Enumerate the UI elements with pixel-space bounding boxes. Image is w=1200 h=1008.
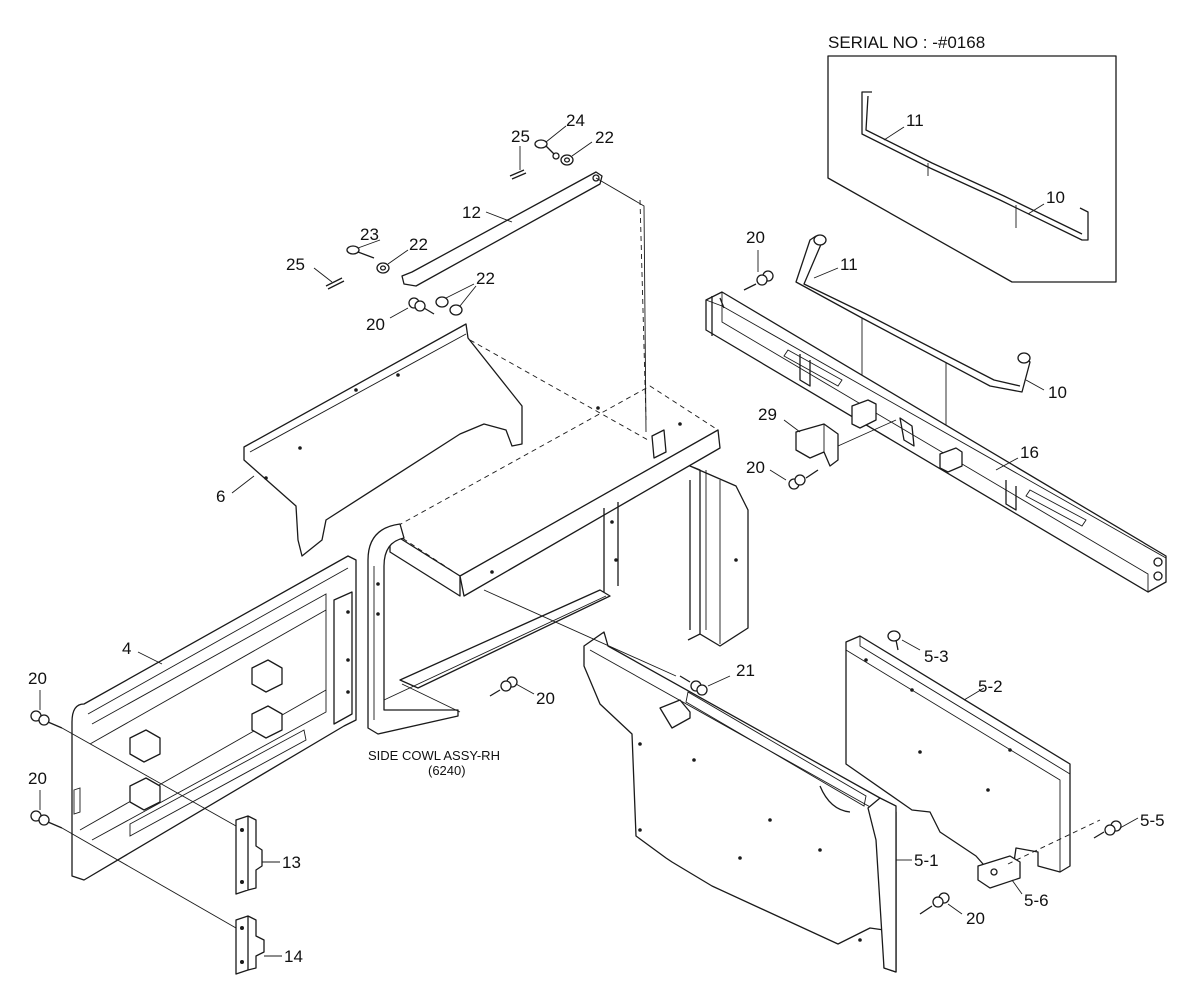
assembly-code: (6240) xyxy=(428,763,466,778)
callout-22-pair: 22 xyxy=(476,269,495,288)
callout-20-lower: 20 xyxy=(966,909,985,928)
callout-14: 14 xyxy=(284,947,303,966)
bolt-20-crossmember xyxy=(743,270,774,291)
callout-22-mid: 22 xyxy=(409,235,428,254)
bolt-20-upper xyxy=(408,297,435,315)
callout-22-top: 22 xyxy=(595,128,614,147)
top-hardware: 24 25 22 12 23 22 25 22 xyxy=(286,111,614,334)
callout-10-inset: 10 xyxy=(1046,188,1065,207)
bolt-5-5 xyxy=(1093,820,1122,839)
hinge-13: 13 xyxy=(235,815,301,895)
knob-5-3 xyxy=(887,630,901,651)
hinge-14: 14 xyxy=(235,915,303,975)
panel-5-1: 5-1 xyxy=(583,631,939,973)
cross-member-16: 16 xyxy=(705,291,1167,593)
callout-20-middle: 20 xyxy=(536,689,555,708)
panel-5-2: 5-2 xyxy=(845,635,1071,873)
bolt-20-middle xyxy=(489,676,518,697)
callout-23: 23 xyxy=(360,225,379,244)
rod-alignment-line xyxy=(595,177,647,433)
callout-12: 12 xyxy=(462,203,481,222)
bolt-20-lower xyxy=(919,892,950,915)
callout-20-door-upper: 20 xyxy=(28,669,47,688)
callout-25-top: 25 xyxy=(511,127,530,146)
inset-handle-rod-inner xyxy=(865,95,1083,235)
callout-20-bracket: 20 xyxy=(746,458,765,477)
callout-5-6: 5-6 xyxy=(1024,891,1049,910)
stay-rod xyxy=(401,171,603,287)
bolt-20-door-lower xyxy=(30,810,63,829)
callout-20-door-lower: 20 xyxy=(28,769,47,788)
bolt-21 xyxy=(679,675,708,696)
callout-25-left: 25 xyxy=(286,255,305,274)
side-cowl-frame xyxy=(367,199,749,735)
callout-5-1: 5-1 xyxy=(914,851,939,870)
inset-rod-legs xyxy=(927,163,1017,228)
serial-inset: SERIAL NO : -#0168 11 10 xyxy=(827,33,1117,283)
callout-29: 29 xyxy=(758,405,777,424)
callout-10: 10 xyxy=(1048,383,1067,402)
inset-handle-rod xyxy=(861,91,1089,241)
cover-6: 6 xyxy=(216,323,523,557)
callout-21: 21 xyxy=(736,661,755,680)
handle-rod: 11 10 xyxy=(795,234,1067,456)
callout-16: 16 xyxy=(1020,443,1039,462)
callout-11-inset: 11 xyxy=(906,111,924,130)
assembly-caption: SIDE COWL ASSY-RH (6240) xyxy=(368,683,500,778)
bolt-20-bracket xyxy=(788,469,819,490)
callout-24: 24 xyxy=(566,111,585,130)
callout-6: 6 xyxy=(216,487,225,506)
callout-5-3: 5-3 xyxy=(924,647,949,666)
callout-11: 11 xyxy=(840,255,858,274)
bracket-29: 29 xyxy=(758,405,897,467)
bracket-5-6: 5-6 xyxy=(977,855,1049,910)
callout-20-upper-left: 20 xyxy=(366,315,385,334)
assembly-name: SIDE COWL ASSY-RH xyxy=(368,748,500,763)
callout-4: 4 xyxy=(122,639,131,658)
callout-5-5: 5-5 xyxy=(1140,811,1165,830)
inset-border xyxy=(827,55,1117,283)
serial-number-title: SERIAL NO : -#0168 xyxy=(828,33,985,52)
callout-20-crossmember: 20 xyxy=(746,228,765,247)
bolt-20-door-upper xyxy=(30,710,63,729)
callout-5-2: 5-2 xyxy=(978,677,1003,696)
callout-13: 13 xyxy=(282,853,301,872)
door-panel-4: 4 xyxy=(71,555,357,881)
